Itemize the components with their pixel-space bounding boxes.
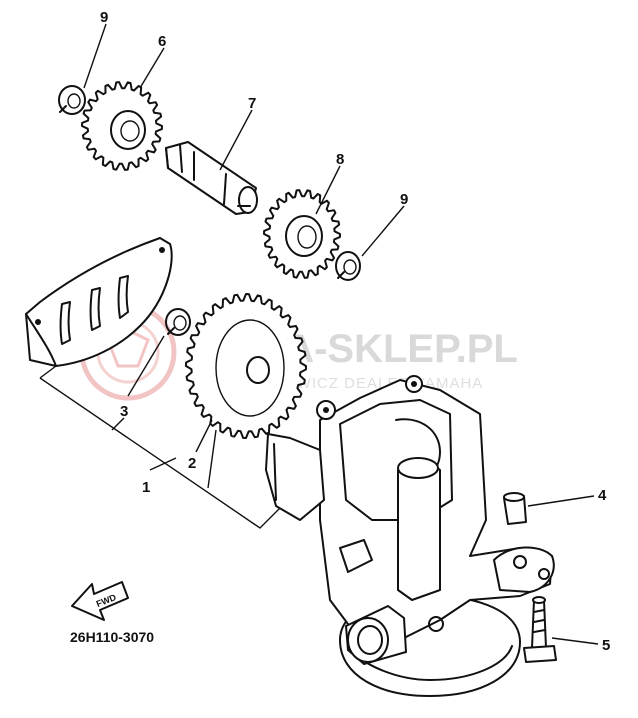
gear-6 <box>81 81 163 171</box>
shaft-7 <box>165 141 258 215</box>
dowel-pin-4 <box>503 492 527 525</box>
leader-lines <box>83 23 599 645</box>
oil-pump-body <box>265 375 555 697</box>
callout-4: 4 <box>598 487 607 504</box>
forward-arrow-icon: FWD <box>71 581 129 621</box>
callout-5: 5 <box>602 637 610 654</box>
circlip-9-top <box>58 85 86 115</box>
callouts: 9 6 7 8 9 3 2 1 4 5 <box>100 9 610 654</box>
circlip-9-right <box>335 251 361 281</box>
callout-9-right: 9 <box>400 191 408 208</box>
bolt-5 <box>523 596 557 663</box>
callout-7: 7 <box>248 95 256 112</box>
callout-8: 8 <box>336 151 344 168</box>
callout-2: 2 <box>188 455 196 472</box>
assembly-bracket <box>39 365 281 529</box>
callout-1: 1 <box>142 479 150 496</box>
gear-2 <box>185 293 307 439</box>
gear-8 <box>263 189 341 279</box>
callout-6: 6 <box>158 33 166 50</box>
circlip-3 <box>165 308 191 336</box>
callout-3: 3 <box>120 403 128 420</box>
cover-plate <box>25 237 173 367</box>
part-code: 26H110-3070 <box>70 629 154 645</box>
callout-9-top: 9 <box>100 9 108 26</box>
